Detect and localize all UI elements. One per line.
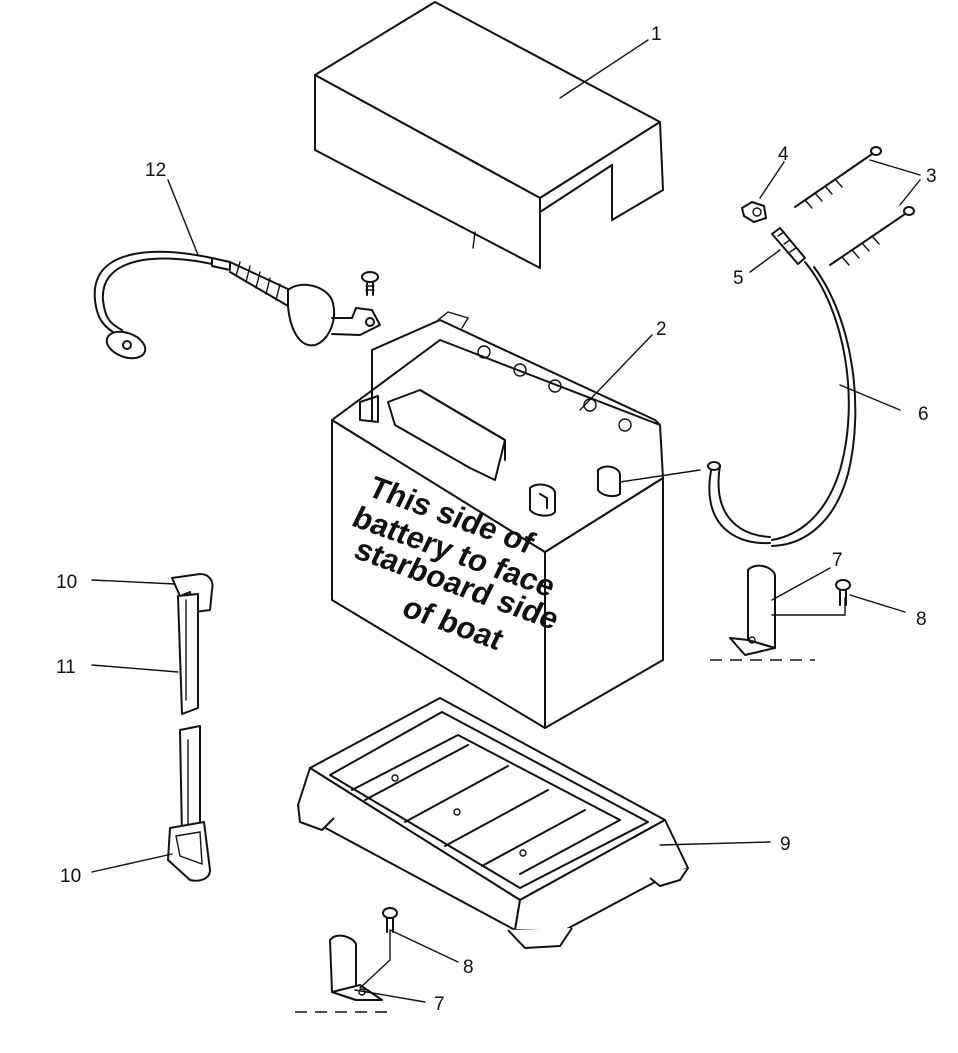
battery-cover — [314, 1, 664, 269]
terminal-bolt — [361, 271, 379, 296]
callout-2: 2 — [656, 319, 667, 340]
callout-10-upper: 10 — [56, 572, 77, 593]
vent-fitting — [771, 227, 806, 265]
callout-7-right: 7 — [832, 550, 843, 571]
strap-lower — [167, 725, 211, 882]
screw-right — [835, 579, 851, 606]
callout-4: 4 — [778, 144, 789, 165]
callout-7-bottom: 7 — [434, 994, 445, 1015]
vent-tube — [707, 261, 857, 547]
callout-8-bottom: 8 — [463, 957, 474, 978]
vent-screws — [794, 146, 915, 266]
callout-3: 3 — [926, 166, 937, 187]
battery-tray — [297, 697, 689, 949]
bracket-right — [729, 564, 776, 656]
callout-9: 9 — [780, 834, 791, 855]
callout-1: 1 — [651, 24, 662, 45]
battery-vent-leader — [619, 469, 701, 483]
callout-6: 6 — [918, 404, 929, 425]
callout-5: 5 — [733, 268, 744, 289]
negative-cable — [93, 250, 381, 360]
battery — [331, 311, 664, 729]
screw-bottom — [382, 907, 398, 933]
leader-lines — [91, 39, 921, 1003]
callout-12: 12 — [145, 160, 166, 181]
callout-10-lower: 10 — [60, 866, 81, 887]
strap-upper — [171, 573, 214, 715]
callouts: 1 2 3 4 5 6 7 8 9 10 11 10 12 8 7 — [56, 24, 937, 1015]
callout-8-right: 8 — [916, 609, 927, 630]
vent-elbow — [741, 201, 767, 223]
callout-11: 11 — [56, 657, 76, 678]
